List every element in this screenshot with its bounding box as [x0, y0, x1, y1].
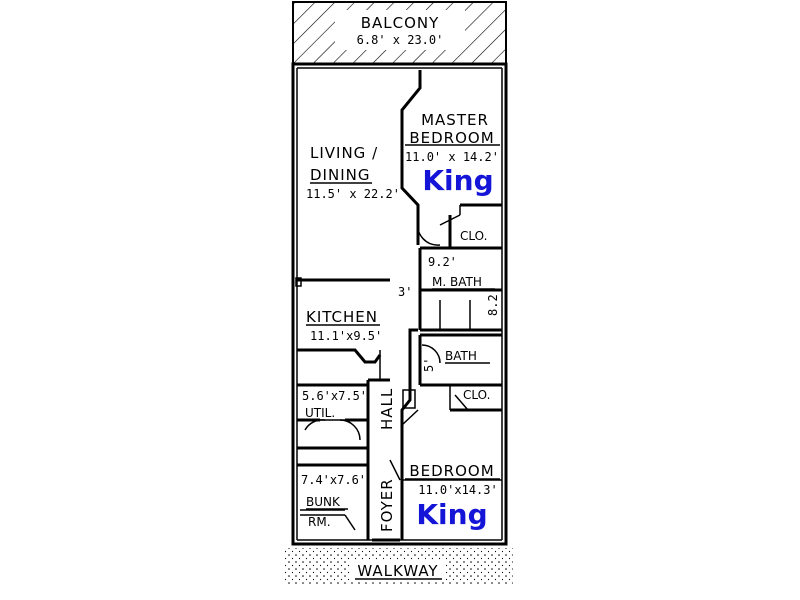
bunk-dims: 7.4'x7.6': [301, 473, 366, 487]
walkway-label: WALKWAY: [357, 562, 438, 580]
hall-label: HALL: [378, 388, 396, 430]
util-label: UTIL.: [305, 406, 335, 420]
master-bath-width: 9.2': [428, 255, 457, 269]
bunk-label-2: RM.: [308, 515, 331, 529]
master-bath-label: M. BATH: [432, 275, 482, 289]
foyer-label: FOYER: [378, 478, 396, 532]
interior-walls: [295, 70, 502, 542]
master-dims: 11.0' x 14.2': [405, 150, 499, 164]
master-closet-label: CLO.: [460, 229, 487, 243]
living-label-2: DINING: [310, 166, 370, 184]
bath-label: BATH: [445, 349, 477, 363]
closet2-label: CLO.: [463, 388, 490, 402]
master-bath-height: 8.2': [486, 287, 500, 316]
kitchen-label: KITCHEN: [306, 308, 378, 326]
bedroom-label: BEDROOM: [409, 462, 494, 480]
bath-width: 5': [422, 358, 436, 372]
bedroom-bed-size: King: [416, 498, 487, 531]
outer-walls: [291, 62, 508, 546]
hall-width-label: 3': [398, 285, 412, 299]
living-label-1: LIVING /: [310, 144, 378, 162]
master-label-1: MASTER: [421, 111, 489, 129]
kitchen-dims: 11.1'x9.5': [310, 329, 382, 343]
balcony-dims: 6.8' x 23.0': [357, 33, 444, 47]
bedroom-dims: 11.0'x14.3': [418, 483, 497, 497]
living-dims: 11.5' x 22.2': [306, 187, 400, 201]
labels: BALCONY 6.8' x 23.0' LIVING / DINING 11.…: [301, 14, 500, 580]
bunk-label-1: BUNK: [306, 495, 341, 509]
util-dims: 5.6'x7.5': [302, 389, 367, 403]
balcony-label: BALCONY: [361, 14, 440, 32]
walkway: [285, 548, 513, 584]
master-label-2: BEDROOM: [409, 129, 494, 147]
balcony: [292, 1, 507, 65]
master-bed-size: King: [422, 164, 493, 197]
